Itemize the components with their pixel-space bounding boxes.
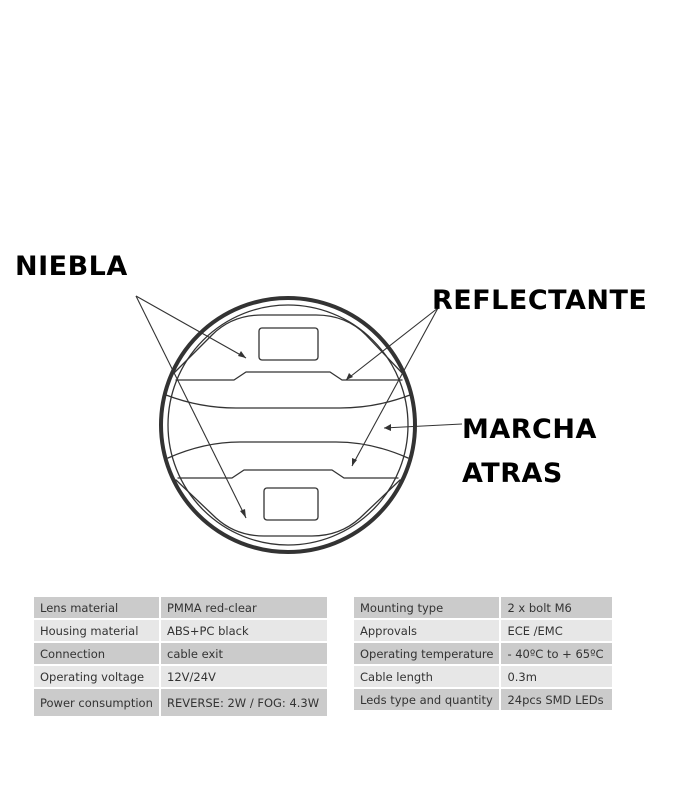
spec-value: 24pcs SMD LEDs: [501, 689, 613, 710]
spec-label: Operating voltage: [34, 666, 161, 687]
arrow-head: [352, 458, 357, 466]
inner-ring: [167, 304, 409, 546]
upper-middle-curve: [165, 394, 411, 409]
spec-label: Leds type and quantity: [354, 689, 502, 710]
table-row: Leds type and quantity 24pcs SMD LEDs: [354, 689, 613, 710]
niebla-leader-2: [135, 295, 247, 519]
bottom-lens-section: [177, 469, 399, 479]
spec-label: Cable length: [354, 666, 502, 687]
spec-value: ABS+PC black: [161, 620, 327, 641]
table-row: Power consumption REVERSE: 2W / FOG: 4.3…: [34, 689, 327, 716]
top-led-window: [258, 327, 319, 361]
table-row: Cable length 0.3m: [354, 666, 613, 687]
reflectante-leader-2: [351, 307, 439, 467]
bottom-led-window: [263, 487, 319, 521]
table-row: Operating temperature - 40ºC to + 65ºC: [354, 643, 613, 664]
label-niebla: NIEBLA: [15, 251, 128, 282]
table-row: Operating voltage 12V/24V: [34, 666, 327, 687]
spec-label: Connection: [34, 643, 161, 664]
spec-table-left: Lens material PMMA red-clear Housing mat…: [34, 595, 327, 718]
spec-label: Housing material: [34, 620, 161, 641]
spec-label: Mounting type: [354, 597, 502, 618]
table-row: Approvals ECE /EMC: [354, 620, 613, 641]
table-row: Connection cable exit: [34, 643, 327, 664]
lamp-front-view-diagram: [135, 295, 463, 554]
top-reflector-band: [175, 371, 403, 381]
spec-value: 0.3m: [501, 666, 613, 687]
table-row: Housing material ABS+PC black: [34, 620, 327, 641]
spec-value: REVERSE: 2W / FOG: 4.3W: [161, 689, 327, 716]
reflectante-leader-1: [345, 307, 439, 381]
marcha-leader: [383, 423, 463, 429]
arrow-head: [346, 373, 353, 380]
spec-value: 2 x bolt M6: [501, 597, 613, 618]
label-marcha: MARCHA: [462, 414, 597, 445]
spec-value: 12V/24V: [161, 666, 327, 687]
niebla-leader-1: [135, 295, 247, 359]
spec-table-right: Mounting type 2 x bolt M6 Approvals ECE …: [354, 595, 613, 712]
label-atras: ATRAS: [462, 458, 563, 489]
arrow-head: [384, 424, 391, 431]
table-row: Mounting type 2 x bolt M6: [354, 597, 613, 618]
lower-middle-curve: [167, 441, 409, 459]
spec-value: PMMA red-clear: [161, 597, 327, 618]
arrow-head: [238, 351, 246, 358]
spec-label: Approvals: [354, 620, 502, 641]
bottom-inner-curve: [175, 479, 401, 537]
arrow-head: [240, 509, 246, 518]
spec-label: Operating temperature: [354, 643, 502, 664]
spec-value: cable exit: [161, 643, 327, 664]
top-lens-section: [171, 314, 405, 376]
table-row: Lens material PMMA red-clear: [34, 597, 327, 618]
spec-label: Power consumption: [34, 689, 161, 716]
label-reflectante: REFLECTANTE: [432, 285, 648, 316]
spec-value: - 40ºC to + 65ºC: [501, 643, 613, 664]
outer-ring: [159, 296, 417, 554]
spec-label: Lens material: [34, 597, 161, 618]
spec-value: ECE /EMC: [501, 620, 613, 641]
